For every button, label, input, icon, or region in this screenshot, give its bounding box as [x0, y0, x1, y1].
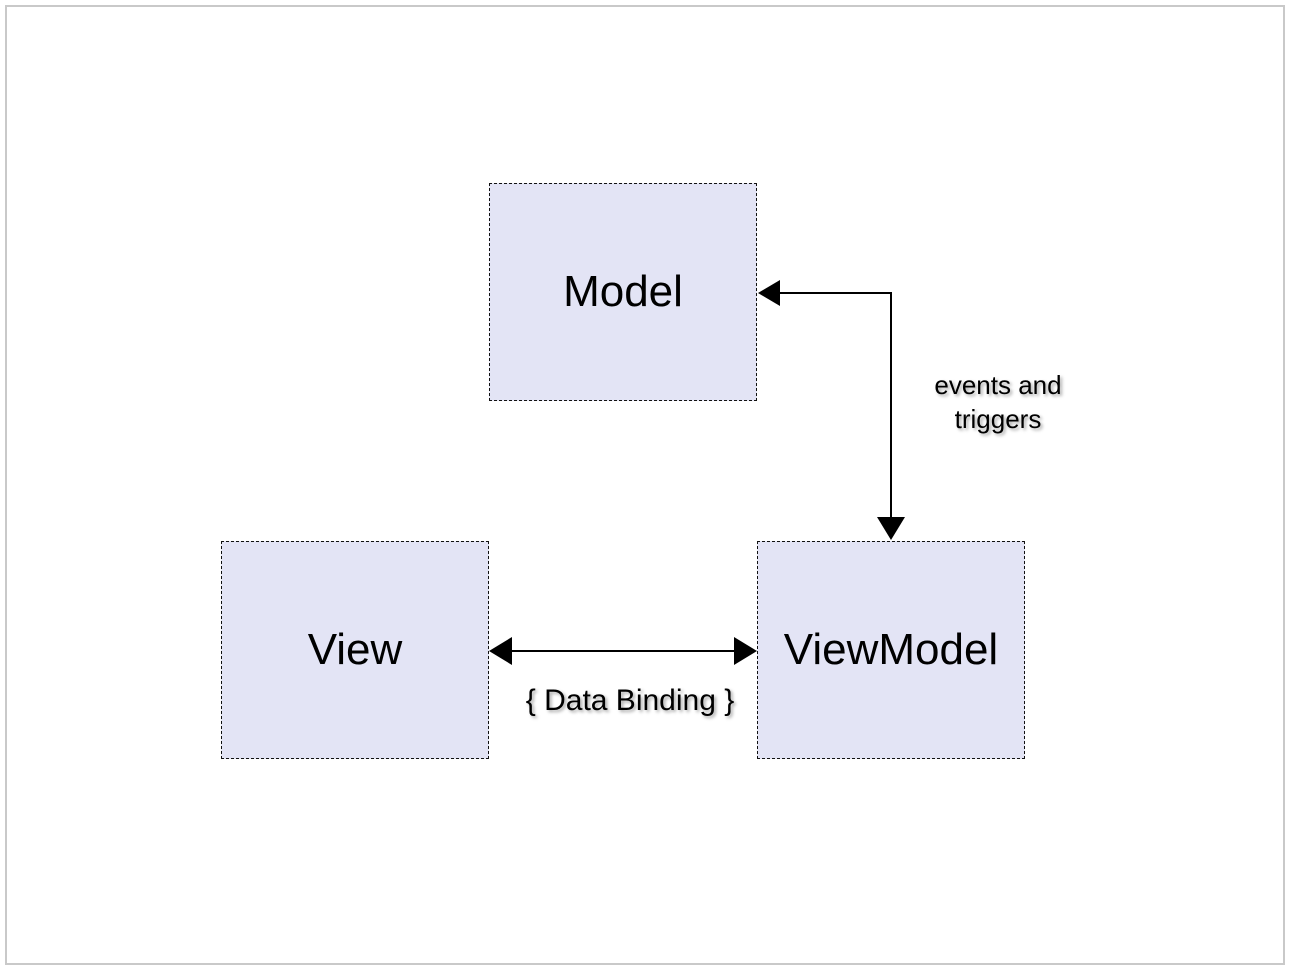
events-and-triggers-label: events and triggers [934, 370, 1062, 434]
view-label: View [307, 625, 403, 674]
data-binding-label: { Data Binding } [525, 684, 735, 717]
arrowhead-into-model [758, 280, 780, 306]
model-label: Model [563, 267, 683, 316]
diagram-frame [5, 5, 1285, 965]
model-viewmodel-connector [777, 292, 892, 519]
arrowhead-into-viewmodel-from-view [734, 637, 757, 665]
viewmodel-box: ViewModel [757, 541, 1025, 759]
arrowhead-into-view [489, 637, 512, 665]
viewmodel-label: ViewModel [783, 625, 999, 674]
model-box: Model [489, 183, 757, 401]
view-box: View [221, 541, 489, 759]
arrowhead-into-viewmodel [877, 517, 905, 540]
